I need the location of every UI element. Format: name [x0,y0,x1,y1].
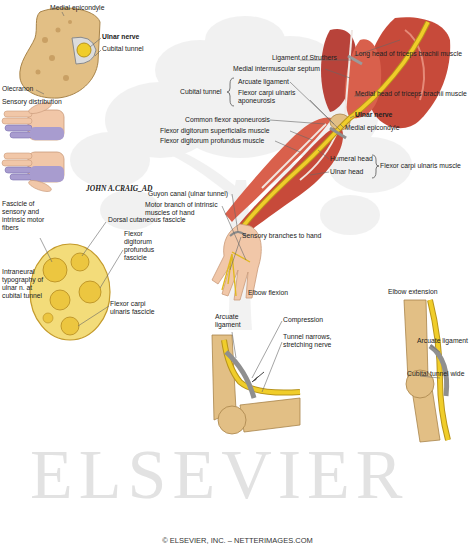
part-label: Flexor carpi ulnaris fascicle [110,300,165,316]
elbow-bone-section [20,8,100,98]
part-label: Arcuate ligament [417,337,468,345]
part-label: Cubital tunnel [180,88,222,96]
part-label: Ulnar nerve [355,111,392,119]
part-label: Elbow flexion [248,289,288,297]
part-label: Fascicle of sensory and intrinsic motor … [2,200,60,233]
part-label: Sensory branches to hand [242,232,321,240]
part-label: Compression [283,316,323,324]
part-label: Elbow extension [388,288,438,296]
part-label: Cubital tunnel [102,45,144,53]
leader-lines [222,40,400,270]
part-label: Cubital tunnel wide [407,370,464,378]
part-label: Intraneural typography of ulnar n. at cu… [2,268,52,301]
tree-watermark [70,16,412,330]
watermark-text: ELSEVIER [30,440,409,510]
elbow-flexion-view [212,335,300,434]
copyright-note: © ELSEVIER, INC. – NETTERIMAGES.COM [0,536,475,545]
part-label: Medial head of triceps brachii muscle [355,90,467,98]
part-label: Flexor carpi ulnaris aponeurosis [238,89,310,105]
part-label: Arcuate ligament [238,78,289,86]
part-label: Medial epicondyle [345,124,399,132]
part-label: Medial intermuscular septum [233,65,320,73]
artist-signature: JOHN A.CRAIG_AD [86,184,152,193]
part-label: Ulnar head [330,168,363,176]
nerve-cross-section [30,244,110,340]
part-label: Long head of triceps brachii muscle [355,50,462,58]
part-label: Flexor digitorum profundus muscle [160,137,264,145]
part-label: Motor branch of intrinsic muscles of han… [145,201,230,217]
part-label: Ligament of Struthers [272,54,337,62]
part-label: Dorsal cutaneous fascicle [108,216,185,224]
part-label: Olecranon [2,85,33,93]
part-label: Humeral head [330,155,373,163]
part-label: Guyon canal (ulnar tunnel) [148,190,228,198]
part-label: Tunnel narrows, stretching nerve [283,333,338,349]
hand-sensory-map [2,100,64,194]
part-label: Flexor digitorum superficialis muscle [160,127,270,135]
part-label: Flexor carpi ulnaris muscle [380,162,461,170]
part-label: Common flexor aponeurosis [185,116,270,124]
part-label: Arcuate ligament [215,313,247,329]
part-label: Sensory distribution [2,98,62,106]
part-label: Ulnar nerve [102,33,139,41]
leader-lines [232,321,282,392]
leader-lines [36,12,101,94]
part-label: Medial epicondyle [50,4,104,12]
part-label: Flexor digitorum profundus fascicle [124,230,166,263]
arm-dissection [212,17,450,300]
